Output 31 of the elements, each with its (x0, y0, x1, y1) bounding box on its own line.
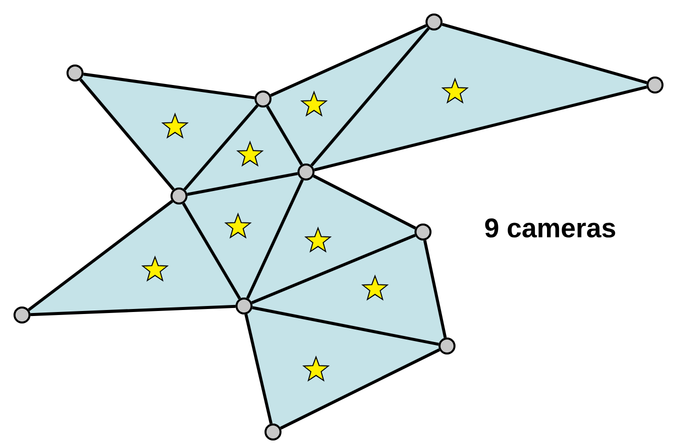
polygon-edge (312, 174, 416, 230)
polygon-edge (252, 306, 439, 346)
polygon-edge (280, 348, 440, 430)
vertex-dot (646, 76, 664, 94)
polygon-edge (182, 202, 241, 300)
polygon-edge (266, 106, 303, 166)
polygon-edge (183, 104, 259, 191)
polygon-edge (246, 179, 304, 299)
vertex-dot (426, 13, 442, 30)
polygon-edge (270, 24, 427, 97)
polygon-edge (30, 304, 236, 316)
vertex-dot (66, 64, 84, 82)
polygon-edge (28, 200, 174, 312)
polygon-edge (310, 27, 430, 166)
polygon-edge (251, 234, 416, 304)
vertex-dot (438, 337, 456, 354)
polygon-edge (79, 78, 175, 190)
vertex-dot (170, 188, 188, 204)
polygon-edge (314, 86, 648, 172)
vertex-dot (236, 297, 252, 314)
vertex-dot (254, 90, 272, 108)
polygon-edge (187, 172, 298, 196)
vertex-dot (298, 163, 314, 180)
polygon-edge (423, 240, 447, 338)
vertex-dot (264, 423, 282, 440)
polygon-edge (83, 72, 255, 100)
polygon-edge (244, 314, 273, 424)
polygon-edge (442, 22, 648, 84)
caption-text: 9 cameras (485, 218, 616, 238)
vertex-dot (14, 306, 30, 324)
vertex-dot (414, 223, 432, 240)
